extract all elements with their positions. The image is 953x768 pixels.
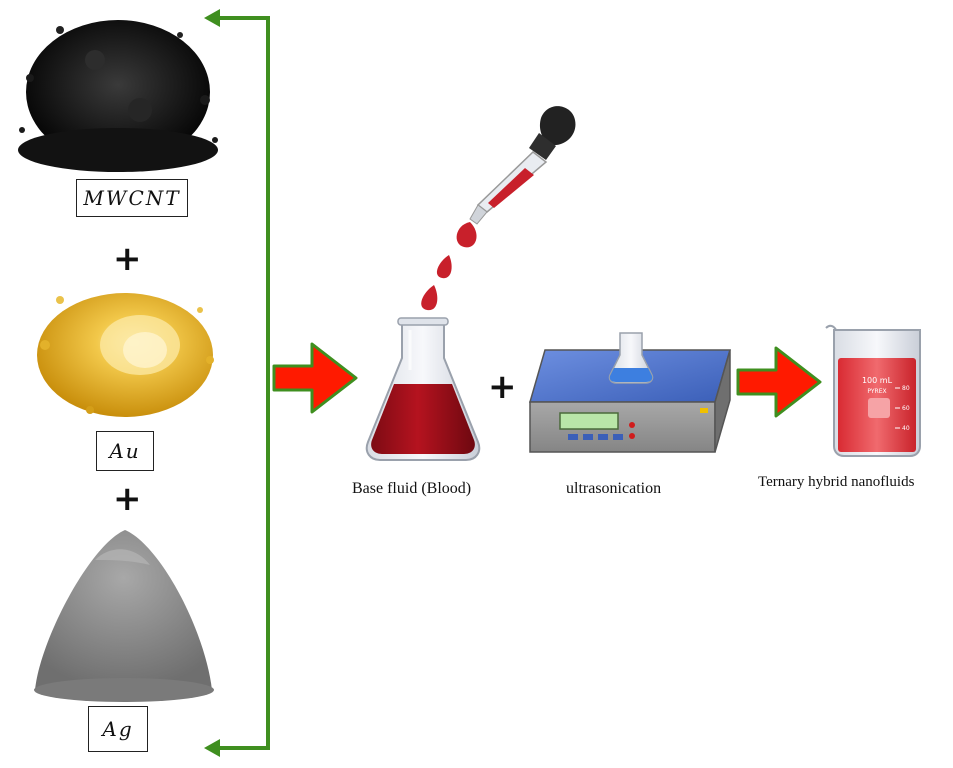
beaker-volume-text: 100 mL <box>862 376 893 385</box>
flow-arrow-2 <box>736 346 822 418</box>
caption-ternary-nanofluids: Ternary hybrid nanofluids <box>758 474 915 490</box>
material-label-mwcnt: MWCNT <box>76 179 188 217</box>
blood-drop-icon <box>421 285 438 311</box>
material-label-au: Au <box>96 431 154 471</box>
mwcnt-powder-icon <box>18 20 218 172</box>
bracket-arrowhead-bottom <box>204 739 220 757</box>
silver-powder-icon <box>34 530 214 702</box>
blood-drops <box>421 255 452 311</box>
caption-base-fluid: Base fluid (Blood) <box>352 480 472 497</box>
bracket-line <box>210 16 270 750</box>
feedback-bracket <box>204 9 270 757</box>
beaker-tick-label: 60 <box>902 405 910 412</box>
material-label-ag: Ag <box>88 706 148 752</box>
plus-sign: + <box>488 367 517 407</box>
dropper-icon <box>456 106 576 248</box>
plus-sign: + <box>113 239 142 279</box>
flow-arrow-1 <box>272 342 358 414</box>
beaker-icon: 100 mL PYREX 80 60 40 <box>825 324 921 457</box>
ultrasonicator-icon <box>529 332 731 453</box>
caption-ultrasonication: ultrasonication <box>566 480 662 497</box>
blood-drop-icon <box>436 255 452 279</box>
beaker-tick-label: 80 <box>902 385 910 392</box>
plus-sign: + <box>113 479 142 519</box>
beaker-brand-text: PYREX <box>867 388 886 395</box>
erlenmeyer-flask-icon <box>365 317 481 461</box>
beaker-tick-label: 40 <box>902 425 910 432</box>
gold-powder-icon <box>37 293 214 417</box>
bracket-arrowhead-top <box>204 9 220 27</box>
